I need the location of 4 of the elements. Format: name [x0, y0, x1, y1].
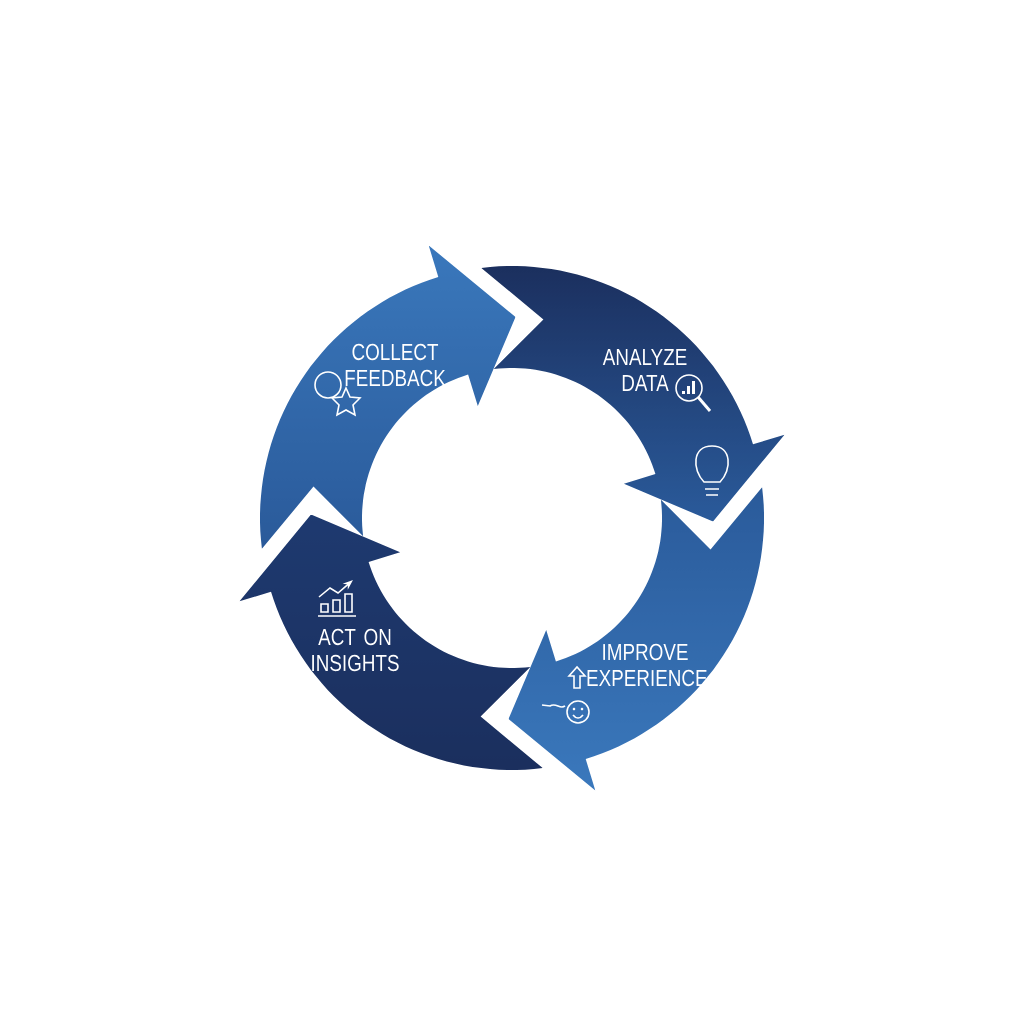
cycle-arrow: COLLECT FEEDBACK [345, 343, 446, 387]
cycle-arrow: ANALYZE DATA [602, 349, 687, 391]
cycle-arrow: IMPROVE EXPERIENCE [587, 643, 707, 687]
cycle-arrow: ACT ON INSIGHTS [312, 628, 399, 672]
